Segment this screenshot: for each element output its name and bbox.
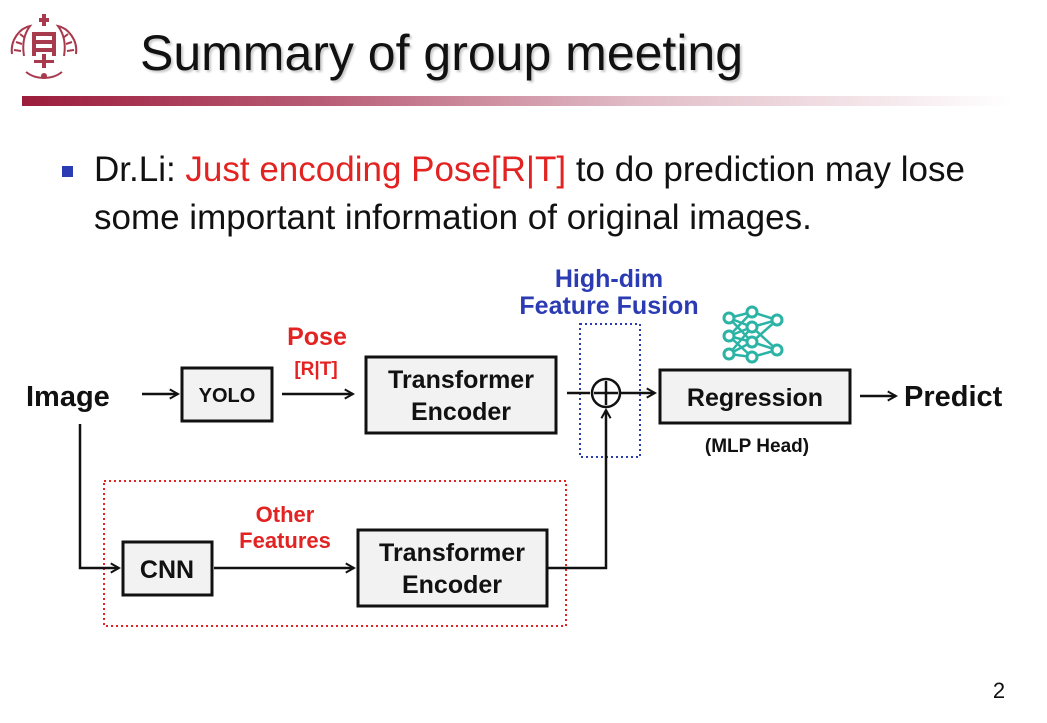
cnn-label: CNN	[140, 556, 194, 584]
other-features-label-line1: Other	[256, 502, 315, 527]
pose-label: Pose	[287, 323, 347, 351]
fusion-label-line2: Feature Fusion	[519, 292, 698, 320]
fusion-label-line1: High-dim	[555, 265, 663, 293]
fusion-region	[579, 323, 641, 458]
image-label: Image	[26, 381, 110, 413]
yolo-label: YOLO	[199, 385, 256, 407]
bullet-rest: to do prediction may lose some important…	[94, 150, 965, 237]
bullet-highlight: Just encoding Pose[R|T]	[185, 150, 567, 189]
plus-circle-icon	[590, 377, 622, 409]
neural-network-icon	[722, 305, 784, 364]
bullet-text: Dr.Li: Just encoding Pose[R|T] to do pre…	[94, 146, 994, 242]
slide-title: Summary of group meeting	[140, 25, 744, 81]
cnn-box	[121, 540, 214, 597]
bullet-prefix: Dr.Li:	[94, 150, 186, 189]
transformer-bottom-label-line1: Transformer	[379, 539, 525, 567]
regression-label: Regression	[687, 384, 823, 412]
transformer-top-label-line1: Transformer	[388, 366, 534, 394]
page-number: 2	[992, 678, 1006, 703]
transformer-encoder-bottom-box	[356, 528, 549, 608]
arrow-transformer-to-fusion-bottom	[548, 410, 606, 570]
mlp-head-label: (MLP Head)	[705, 436, 809, 457]
other-features-label-line2: Features	[239, 528, 331, 553]
title-accent-bar	[22, 96, 1012, 106]
arrow-image-to-cnn	[78, 424, 119, 568]
other-features-region	[103, 480, 567, 627]
yolo-box	[180, 366, 274, 423]
bullet-square-icon	[62, 166, 73, 177]
transformer-top-label-line2: Encoder	[411, 398, 511, 426]
predict-label: Predict	[904, 381, 1003, 413]
transformer-encoder-top-box	[364, 355, 558, 435]
transformer-bottom-label-line2: Encoder	[402, 571, 502, 599]
pose-rt-label: [R|T]	[294, 359, 337, 380]
university-seal-icon	[10, 14, 78, 79]
regression-box	[658, 368, 852, 425]
